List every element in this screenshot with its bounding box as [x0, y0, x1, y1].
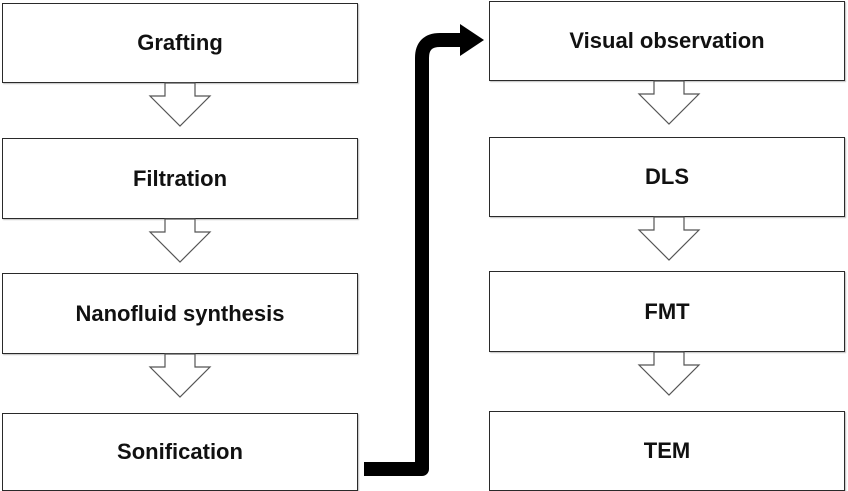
step-label: Nanofluid synthesis	[75, 300, 285, 326]
down-arrow-icon	[637, 80, 701, 125]
down-arrow-icon	[637, 216, 701, 261]
down-arrow-icon	[148, 218, 212, 263]
step-box-fmt: FMT	[489, 271, 845, 352]
step-label: Visual observation	[569, 28, 765, 53]
step-box-filtration: Filtration	[2, 138, 358, 219]
down-arrow-icon	[637, 351, 701, 396]
step-label: TEM	[643, 438, 691, 463]
step-box-dls: DLS	[489, 137, 845, 217]
step-label: Grafting	[137, 30, 223, 55]
down-arrow-icon	[148, 353, 212, 398]
down-arrow-icon	[148, 82, 212, 127]
arrowhead-icon	[460, 24, 484, 56]
step-box-sonification: Sonification	[2, 413, 358, 491]
step-box-visual-observation: Visual observation	[489, 1, 845, 81]
step-label: Sonification	[117, 439, 243, 464]
step-box-tem: TEM	[489, 411, 845, 491]
step-label: DLS	[645, 164, 689, 189]
bent-connector-arrow-icon	[364, 33, 462, 476]
step-label: FMT	[644, 298, 690, 324]
step-label: Filtration	[132, 165, 228, 191]
step-box-nanofluid-synthesis: Nanofluid synthesis	[2, 273, 358, 354]
step-box-grafting: Grafting	[2, 3, 358, 83]
